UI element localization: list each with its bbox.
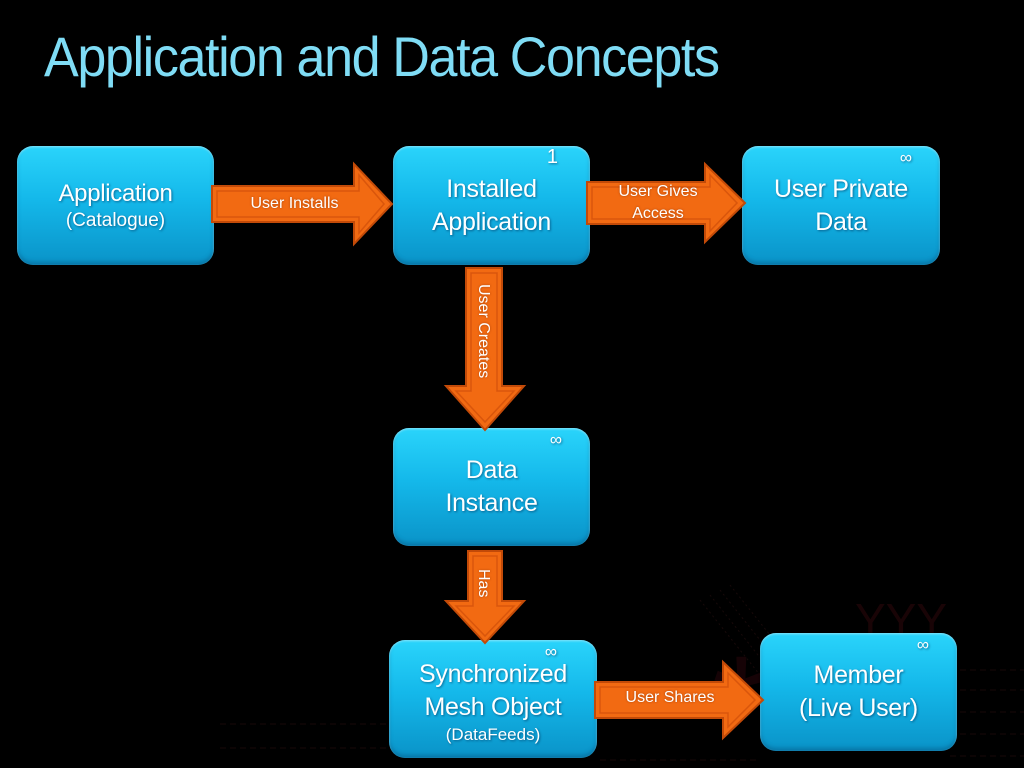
multiplicity-infinity-icon: ∞ (544, 642, 557, 661)
node-member[interactable]: ∞ Member (Live User) (760, 633, 957, 751)
node-user-private-data-line2: Data (815, 207, 867, 236)
arrow-user-gives-access: User Gives Access (586, 161, 747, 245)
node-application-sublabel: (Catalogue) (65, 209, 166, 231)
arrow-right-icon (211, 161, 394, 247)
arrow-has-label: Has (475, 569, 492, 598)
arrow-user-installs-label: User Installs (250, 195, 339, 212)
arrow-right-icon (586, 161, 747, 245)
node-member-line1: Member (813, 661, 904, 689)
arrow-down-icon (443, 550, 527, 645)
node-application-label: Application (58, 179, 173, 207)
node-application[interactable]: Application (Catalogue) (17, 146, 214, 265)
arrow-has: Has (443, 550, 527, 645)
node-data-instance-line1: Data (465, 456, 518, 484)
node-user-private-data[interactable]: ∞ User Private Data (742, 146, 940, 265)
arrow-right-icon (594, 659, 765, 741)
arrow-user-gives-access-line2: Access (632, 205, 684, 222)
node-member-line2: (Live User) (799, 694, 918, 722)
multiplicity-infinity-icon: ∞ (916, 635, 929, 654)
slide-title: Application and Data Concepts (44, 25, 720, 88)
node-user-private-data-line1: User Private (774, 174, 908, 203)
arrow-user-creates-label: User Creates (475, 284, 492, 379)
multiplicity-infinity-icon: ∞ (899, 148, 912, 167)
multiplicity-one: 1 (546, 146, 558, 168)
arrow-down-icon (443, 267, 527, 432)
multiplicity-infinity-icon: ∞ (549, 430, 562, 449)
node-installed-application-line1: Installed (446, 174, 537, 203)
arrow-user-creates: User Creates (443, 267, 527, 432)
arrow-user-shares-label: User Shares (625, 689, 715, 706)
node-installed-application-line2: Application (431, 207, 551, 236)
arrow-user-gives-access-line1: User Gives (618, 183, 698, 200)
node-installed-application[interactable]: 1 Installed Application (393, 146, 590, 265)
node-mesh-object-line2: Mesh Object (424, 693, 562, 721)
node-data-instance[interactable]: ∞ Data Instance (393, 428, 590, 546)
node-mesh-object-sublabel: (DataFeeds) (445, 725, 541, 744)
node-mesh-object-line1: Synchronized (419, 660, 567, 688)
node-data-instance-line2: Instance (445, 489, 538, 517)
arrow-user-installs: User Installs (211, 161, 394, 247)
node-mesh-object[interactable]: ∞ Synchronized Mesh Object (DataFeeds) (389, 640, 597, 758)
arrow-user-shares: User Shares (594, 659, 765, 741)
